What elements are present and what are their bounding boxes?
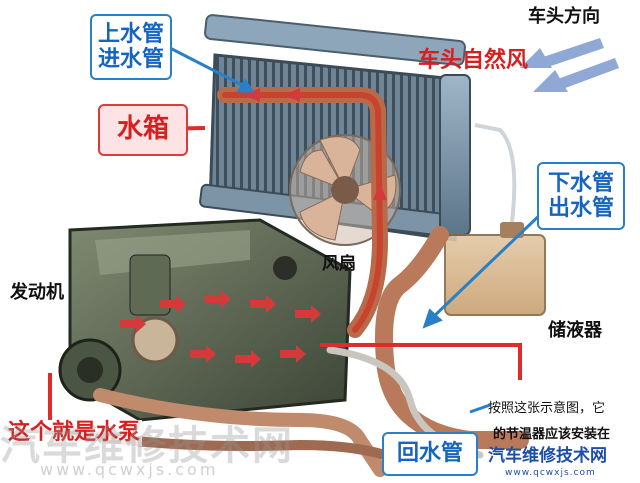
coolant-hoses xyxy=(55,87,529,477)
watermark-url: www.qcwxjs.com xyxy=(505,468,596,478)
engine-block xyxy=(58,218,352,422)
label-upper-pipe-line2: 进水管 xyxy=(97,47,164,72)
label-water-tank-text: 水箱 xyxy=(116,114,169,145)
label-lower-pipe-line2: 出水管 xyxy=(547,196,614,221)
label-water-tank: 水箱 xyxy=(98,104,188,156)
label-lower-pipe: 下水管 出水管 xyxy=(537,162,625,230)
label-fan: 风扇 xyxy=(322,254,356,274)
label-return-pipe-text: 回水管 xyxy=(396,441,463,467)
label-reservoir: 储液器 xyxy=(548,320,602,341)
watermark-left-text: 汽车维修技术网 xyxy=(0,423,294,469)
label-lower-pipe-line1: 下水管 xyxy=(547,170,614,196)
watermark-left-url: www.qcwxjs.com xyxy=(40,460,219,479)
wind-arrows xyxy=(520,38,619,92)
label-upper-pipe-line1: 上水管 xyxy=(97,21,164,47)
watermark-title: 汽车维修技术网 xyxy=(488,446,607,466)
pointer-arrows xyxy=(169,46,547,414)
label-upper-pipe: 上水管 进水管 xyxy=(90,14,172,80)
coolant-reservoir xyxy=(444,123,546,316)
label-engine: 发动机 xyxy=(10,282,64,303)
label-water-pump: 这个就是水泵 xyxy=(6,420,143,446)
hot-coolant-flow-arrows xyxy=(244,88,387,200)
note-text-line2: 的节温器应该安装在 xyxy=(493,427,611,442)
note-text-line1: 按照这张示意图，它 xyxy=(488,401,606,416)
label-natural-wind: 车头自然风 xyxy=(418,48,529,73)
label-car-direction: 车头方向 xyxy=(528,6,600,27)
label-return-pipe: 回水管 xyxy=(382,432,478,476)
coolant-flow-arrows-engine xyxy=(120,290,321,368)
